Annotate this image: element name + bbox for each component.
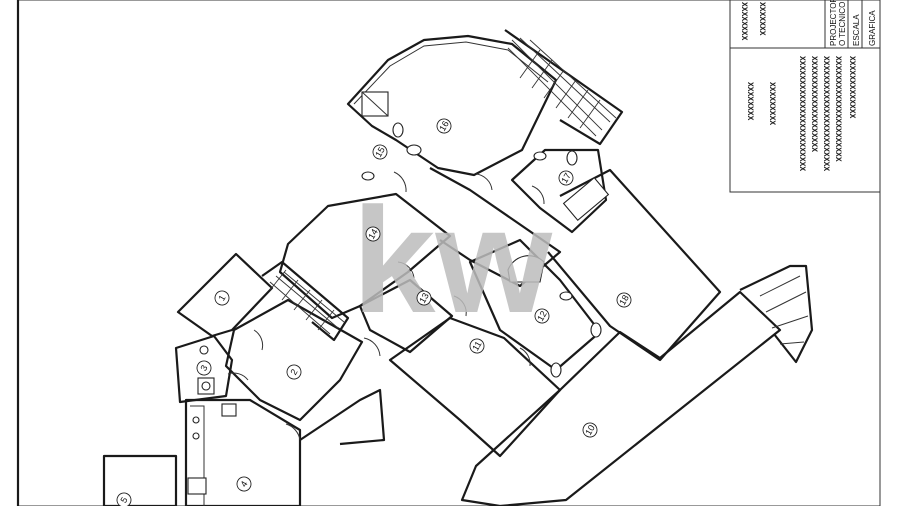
room-circle [196,360,212,376]
room-marker-5: 5 [116,492,132,506]
wash-basin-icon [199,345,209,355]
redacted-line-6: XXXXXXXXXXXXXXXXXXXX [809,56,818,152]
room-number: 2 [288,367,299,376]
room-circle [436,118,452,134]
room-marker-4: 4 [236,476,252,492]
redacted-column-d: XXXXXXXXX [767,82,776,125]
redacted-column-h: XXXXXXXXXXXXXXXXXXXXXX [833,56,842,162]
bidet-icon [559,291,573,301]
sink-icon [533,151,547,161]
room-marker-16: 16 [436,118,452,134]
kw-watermark: kw [352,176,552,344]
technician-label: O TECNICO [838,2,847,46]
room-number: 1 [216,293,227,302]
room-marker-12: 12 [534,308,550,324]
room-number: 4 [238,479,249,488]
redacted-line-2: XXXXXXX [757,2,766,36]
stove-burner-icon [192,416,200,424]
room-circle [372,144,388,160]
room-circle [416,290,432,306]
room-circle [116,492,132,506]
room-number: 13 [417,291,431,305]
doors [227,171,545,441]
redacted-column-i: XXXXXXXXXXXXX [847,56,856,119]
redacted-line-4: XXXXXXXXX [767,82,776,125]
room-number: 17 [559,171,573,185]
room-number: 5 [118,495,129,504]
room-marker-13: 13 [416,290,432,306]
room-circle [534,308,550,324]
room-number: 3 [198,363,209,372]
bathtub-icon [562,176,610,222]
toilet-icon [392,122,404,138]
redacted-column-b: XXXXXXX [757,2,766,36]
bidet-icon [361,171,375,181]
redacted-line-1: XXXXXXXX [739,2,748,41]
redacted-column-f: XXXXXXXXXXXXXXXXXXXX [809,56,818,152]
room-number: 14 [366,227,380,241]
room-marker-17: 17 [558,170,574,186]
title-block-frame [729,0,881,193]
room-number: 15 [373,145,387,159]
stair-hatch-left [269,269,345,335]
projector-label: PROJECTOR [829,0,838,46]
scale-label: ESCALA [852,14,861,46]
redacted-line-8: XXXXXXXXXXXXXXXXXXXXXX [833,56,842,162]
room-marker-10: 10 [582,422,598,438]
room-circle [616,292,632,308]
room-circle [286,364,302,380]
redacted-column-g: XXXXXXXXXXXXXXXXXXXXXXXX [821,56,830,171]
counter-icon [221,403,237,417]
room-marker-1: 1 [214,290,230,306]
bath-tub-round-icon [507,255,545,283]
room-circle [558,170,574,186]
room-marker-18: 18 [616,292,632,308]
redacted-column-c: XXXXXXXX [745,82,754,121]
room-number: 18 [617,293,631,307]
redacted-line-9: XXXXXXXXXXXXX [847,56,856,119]
sink-icon [406,144,422,156]
redacted-line-5: XXXXXXXXXXXXXXXXXXXXXXXX [797,56,806,171]
room-marker-14: 14 [365,226,381,242]
room-circle [469,338,485,354]
room-number: 12 [535,309,549,323]
watermark-logo: kw [352,176,552,344]
room-circle [365,226,381,242]
room-marker-11: 11 [469,338,485,354]
redacted-column-a: XXXXXXXX [739,2,748,41]
redacted-column-e: XXXXXXXXXXXXXXXXXXXXXXXX [797,56,806,171]
room-circle [236,476,252,492]
room-circle [582,422,598,438]
kitchen-sink-icon [187,477,207,495]
room-number: 11 [470,339,483,352]
redacted-line-7: XXXXXXXXXXXXXXXXXXXXXXXX [821,56,830,171]
room-marker-3: 3 [196,360,212,376]
toilet-icon [566,150,578,166]
room-number: 10 [583,423,597,437]
building-walls [102,29,814,506]
room-circle [214,290,230,306]
room-number: 16 [437,119,451,133]
room-marker-2: 2 [286,364,302,380]
toilet-icon [590,322,602,338]
graphic-label: GRAFICA [868,10,877,46]
stair-hatch-top [507,37,617,137]
room-marker-15: 15 [372,144,388,160]
title-block: PROJECTOR O TECNICO ESCALA GRAFICA XXXXX… [729,0,881,193]
toilet-icon [550,362,562,378]
fixtures [187,91,610,495]
redacted-line-3: XXXXXXXX [745,82,754,121]
stove-burner-icon [192,432,200,440]
